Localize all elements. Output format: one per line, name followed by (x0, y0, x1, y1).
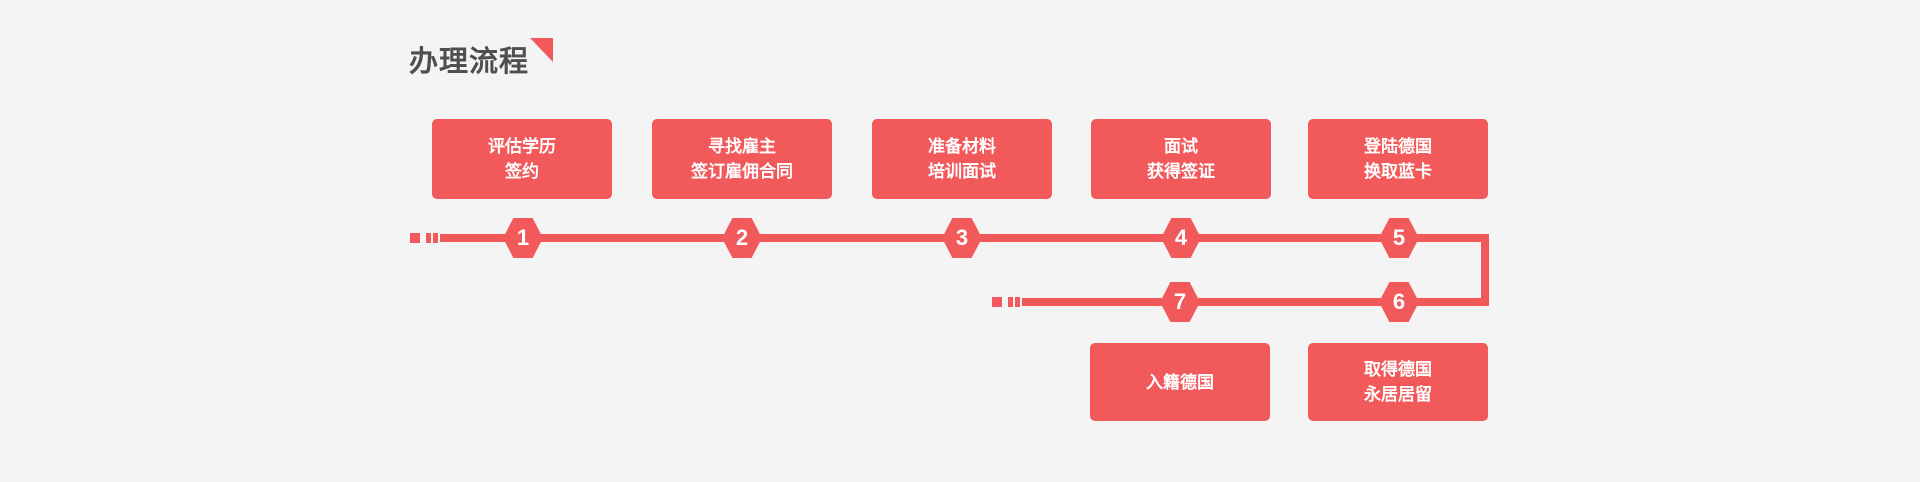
step-number-hex-2: 2 (722, 218, 762, 258)
timeline-row2-start-square (992, 297, 1002, 307)
step-box-1: 评估学历 签约 (432, 119, 612, 199)
step-box-7: 入籍德国 (1090, 343, 1270, 421)
step-number-hex-6: 6 (1379, 282, 1419, 322)
step-box-2: 寻找雇主 签订雇佣合同 (652, 119, 832, 199)
timeline-row2-line (1022, 298, 1489, 306)
step-box-5: 登陆德国 换取蓝卡 (1308, 119, 1488, 199)
step-number-hex-3: 3 (942, 218, 982, 258)
step-number-hex-7: 7 (1160, 282, 1200, 322)
timeline-row1-start-square (410, 233, 420, 243)
step-number-hex-4: 4 (1161, 218, 1201, 258)
step-number-hex-5: 5 (1379, 218, 1419, 258)
step-box-6: 取得德国 永居居留 (1308, 343, 1488, 421)
step-box-4: 面试 获得签证 (1091, 119, 1271, 199)
timeline-corner-connector (1481, 234, 1489, 306)
timeline-row2-start-dash (1008, 297, 1013, 307)
timeline-row1-start-dash (426, 233, 431, 243)
timeline-row2-start-dash (1015, 297, 1020, 307)
timeline-row1-start-dash (433, 233, 438, 243)
step-box-3: 准备材料 培训面试 (872, 119, 1052, 199)
page-title: 办理流程 (409, 46, 530, 78)
step-number-hex-1: 1 (503, 218, 543, 258)
title-corner-triangle-icon (530, 38, 553, 62)
